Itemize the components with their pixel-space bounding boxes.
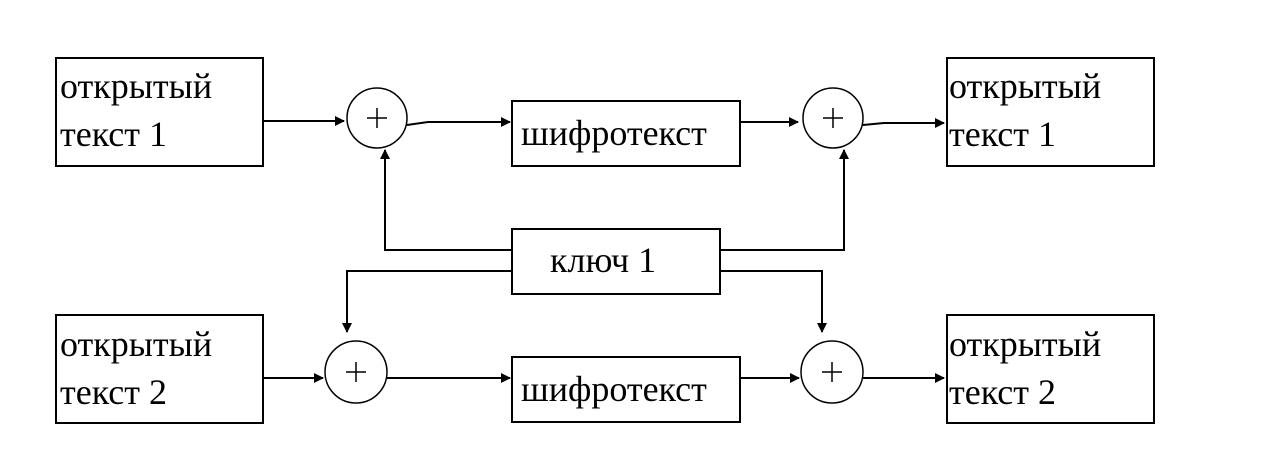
- arrow-xor-to-plaintext-out-1: [862, 118, 945, 128]
- key-1: ключ 1: [342, 149, 849, 333]
- ciphertext-2-label: шифротекст: [521, 369, 707, 409]
- key-to-xor-encrypt-2: [342, 270, 512, 333]
- xor-decrypt-1: [802, 87, 864, 149]
- arrow-xor-to-ciphertext-1: [406, 117, 511, 127]
- xor-encrypt-2: [324, 340, 388, 404]
- key-to-xor-decrypt-2: [720, 270, 827, 333]
- plaintext-out-1-label-line1: открытый: [949, 66, 1101, 106]
- key-to-xor-encrypt-1: [380, 149, 512, 251]
- plaintext-out-1-label-line2: текст 1: [949, 114, 1056, 154]
- plaintext-1-label-line2: текст 1: [60, 114, 167, 154]
- plaintext-1-box: открытый текст 1: [55, 57, 264, 167]
- row-1: открытый текст 1 шифротекст открытый тек…: [55, 57, 1155, 167]
- plaintext-out-1-box: открытый текст 1: [946, 57, 1155, 167]
- plaintext-2-label-line1: открытый: [60, 324, 212, 364]
- plaintext-2-label-line2: текст 2: [60, 372, 167, 412]
- plaintext-2-box: открытый текст 2: [55, 314, 264, 424]
- xor-encrypt-1: [346, 87, 408, 149]
- ciphertext-2-box: шифротекст: [511, 356, 741, 423]
- plaintext-out-2-box: открытый текст 2: [946, 314, 1155, 424]
- xor-decrypt-2: [800, 340, 864, 404]
- ciphertext-1-box: шифротекст: [511, 100, 741, 167]
- plaintext-out-2-label-line2: текст 2: [949, 372, 1056, 412]
- key-to-xor-decrypt-1: [720, 149, 849, 251]
- plaintext-1-label-line1: открытый: [60, 66, 212, 106]
- key-1-label: ключ 1: [550, 240, 656, 280]
- ciphertext-1-label: шифротекст: [521, 113, 707, 153]
- plaintext-out-2-label-line1: открытый: [949, 324, 1101, 364]
- row-2: открытый текст 2 шифротекст открытый тек…: [55, 314, 1155, 424]
